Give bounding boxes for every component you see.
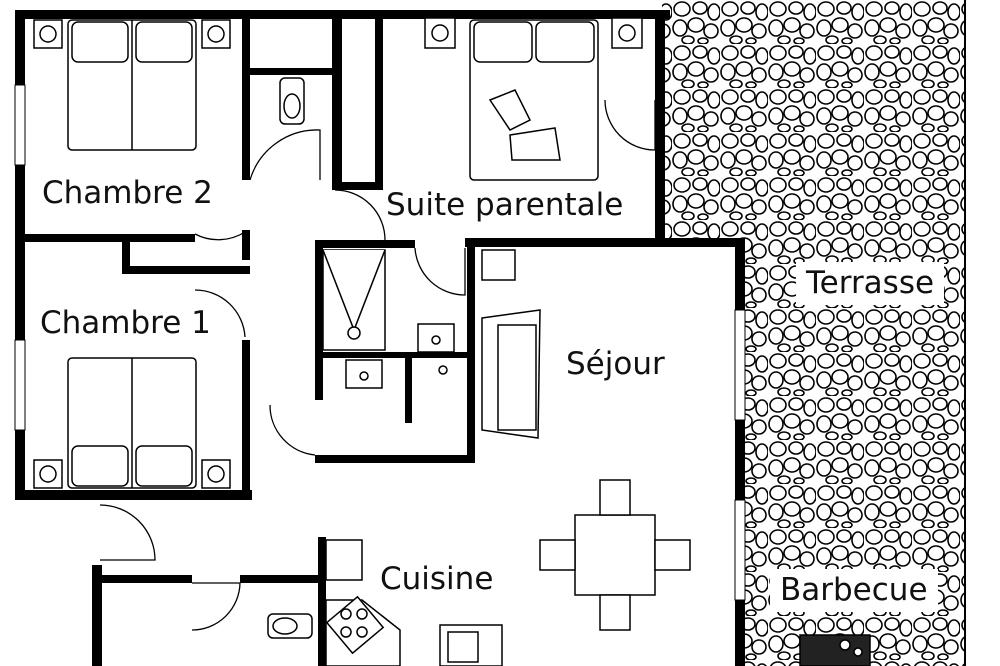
room-label-cuisine: Cuisine: [380, 561, 494, 597]
walls: [15, 10, 745, 666]
room-label-terrasse: Terrasse: [796, 262, 945, 305]
room-label-chambre-1: Chambre 1: [40, 305, 211, 341]
room-label-suite-parentale: Suite parentale: [386, 187, 624, 223]
doors: [99, 99, 656, 631]
furniture: [33, 17, 871, 666]
room-label-sejour: Séjour: [566, 346, 665, 382]
windows: [14, 84, 746, 601]
room-label-barbecue: Barbecue: [770, 569, 938, 612]
room-label-chambre-2: Chambre 2: [42, 175, 213, 211]
terrace-area: [662, 0, 966, 666]
